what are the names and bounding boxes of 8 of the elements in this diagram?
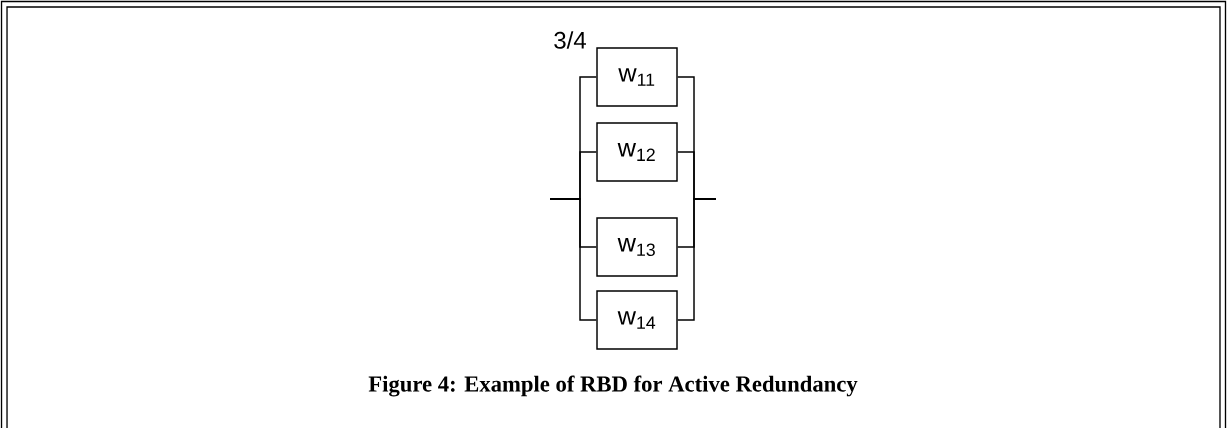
connector-line	[677, 198, 717, 321]
block-box: w$_{11}$	[596, 47, 678, 107]
connector-line	[549, 198, 597, 321]
block-box: w$_{13}$	[596, 217, 678, 277]
block-box: w$_{12}$	[596, 122, 678, 182]
figure-caption: Figure 4: Example of RBD for Active Redundancy	[368, 375, 858, 397]
k-of-n-label: 3/4	[554, 31, 586, 49]
block-box: w$_{14}$	[596, 290, 678, 350]
